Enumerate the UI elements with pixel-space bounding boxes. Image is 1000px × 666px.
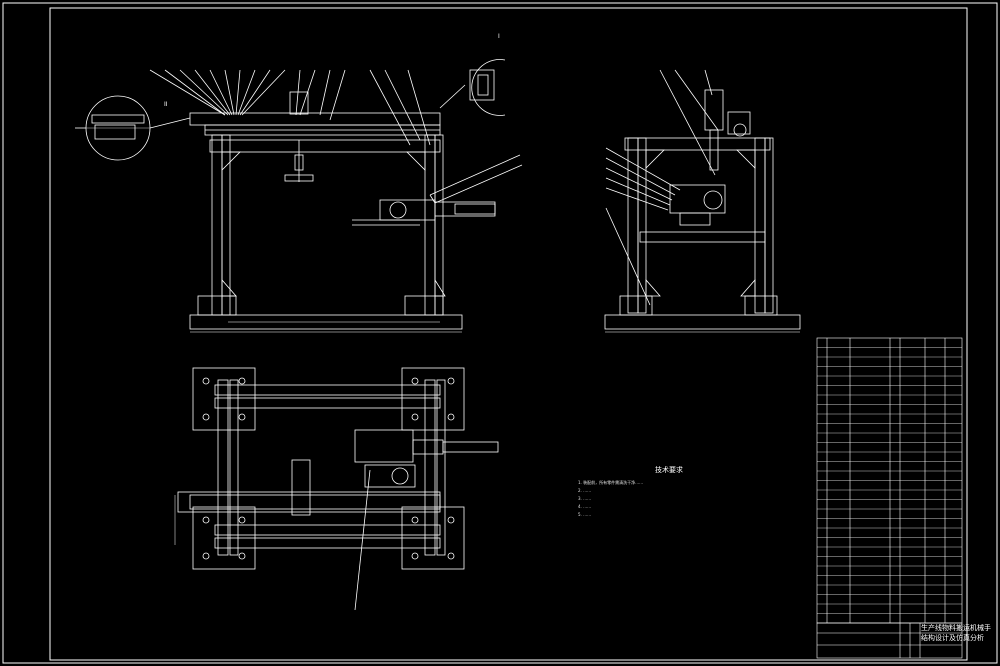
- side-view: [604, 69, 801, 333]
- title-block: [816, 622, 963, 659]
- inner-border: [49, 7, 968, 661]
- tech-req-line-2: 2. ……: [578, 488, 591, 493]
- tech-req-title: 技术要求: [655, 465, 683, 474]
- detail-mark-i: I: [498, 33, 500, 40]
- detail-mark-ii: II: [164, 101, 168, 108]
- detail-view-ii: [75, 95, 191, 161]
- tech-req-line-3: 3. ……: [578, 496, 591, 501]
- tech-req-line-5: 5. ……: [578, 512, 591, 517]
- bom-rows: [817, 347, 962, 614]
- drawing-title-line-1: 生产线物料搬运机械手: [921, 623, 991, 632]
- tech-req-line-4: 4. ……: [578, 504, 591, 509]
- detail-view-i: [439, 59, 506, 116]
- front-view: [149, 69, 523, 333]
- tech-req-line-1: 1. 装配前，所有零件需清洗干净……: [578, 479, 643, 485]
- top-view: [174, 367, 499, 611]
- drawing-title-line-2: 结构设计及仿真分析: [921, 633, 984, 642]
- technical-requirements: 技术要求 1. 装配前，所有零件需清洗干净…… 2. …… 3. …… 4. ……: [578, 465, 683, 517]
